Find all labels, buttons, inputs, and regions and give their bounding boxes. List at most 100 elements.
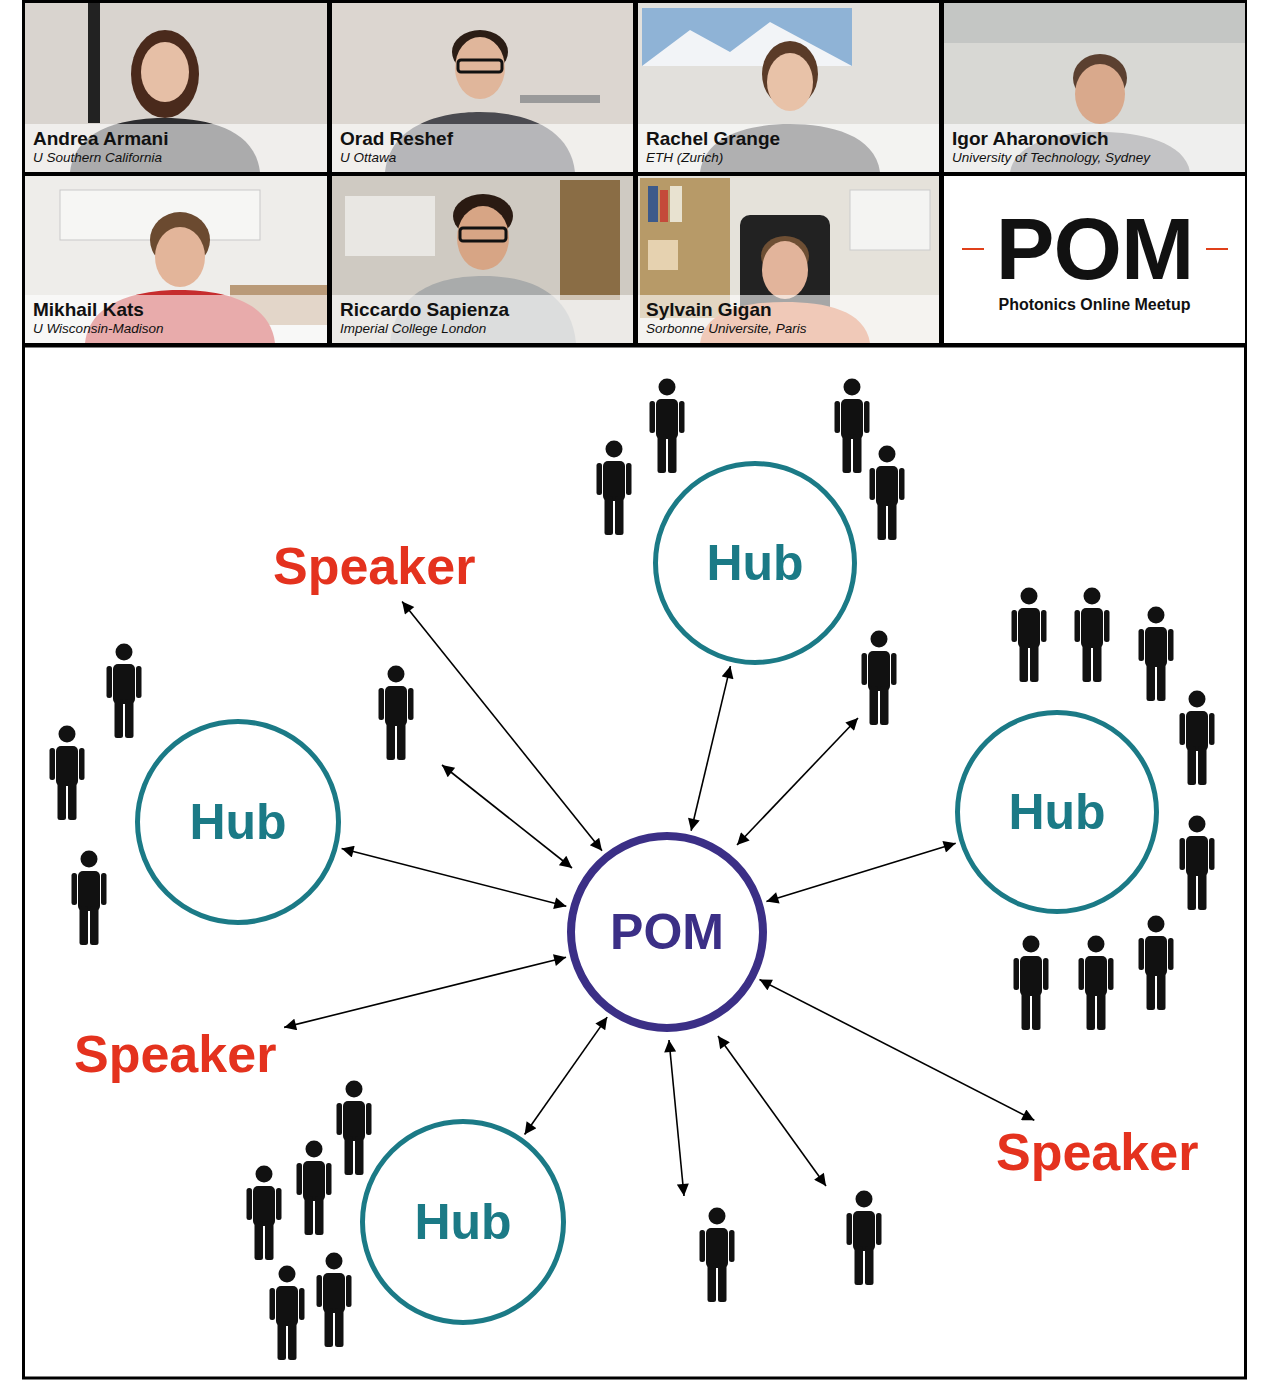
person-icon [1012, 588, 1047, 683]
circle-outline [656, 464, 855, 663]
hub-circle: Hub [955, 710, 1159, 914]
connector-arrow [691, 666, 730, 831]
logo-beam [1206, 248, 1228, 250]
connector-arrow [284, 957, 566, 1027]
photo-frame [648, 240, 678, 270]
wall-picture [642, 8, 852, 66]
speaker-node: Speaker [74, 1026, 276, 1083]
door [560, 180, 620, 300]
video-tile [944, 3, 1245, 172]
connector-arrow [525, 1017, 608, 1134]
participant-affiliation: U Ottawa [340, 150, 625, 167]
book [660, 190, 668, 222]
video-tile [638, 3, 939, 172]
face [155, 227, 205, 287]
participant-affiliation: Imperial College London [340, 321, 625, 338]
hub-label: Hub [414, 1195, 511, 1250]
speaker-label: Speaker [273, 538, 475, 595]
face [141, 42, 189, 102]
person-icon [1180, 816, 1215, 911]
person-icon [270, 1266, 305, 1361]
hub-label: Hub [189, 795, 286, 850]
participant-label: Orad ReshefU Ottawa [332, 124, 633, 172]
video-tile [25, 176, 327, 343]
hair [131, 30, 199, 118]
participant-name: Mikhail Kats [33, 299, 319, 321]
diagram-frame [24, 346, 1246, 1378]
attendee-arrow [442, 765, 572, 868]
video-tile [332, 176, 633, 343]
hub-label: Hub [706, 536, 803, 591]
person-icon [1079, 936, 1114, 1031]
participant-affiliation: U Southern California [33, 150, 319, 167]
participant-name: Orad Reshef [340, 128, 625, 150]
participant-label: Rachel GrangeETH (Zurich) [638, 124, 939, 172]
circle-outline [138, 722, 339, 923]
participant-name: Igor Aharonovich [952, 128, 1237, 150]
grid-ground [22, 0, 1247, 347]
person-icon [379, 666, 414, 761]
connector-arrow [766, 843, 955, 901]
participant-label: Riccardo SapienzaImperial College London [332, 295, 633, 343]
hub-label: Hub [1008, 785, 1105, 840]
person-icon [1180, 691, 1215, 786]
face [455, 37, 505, 99]
person-icon [317, 1253, 352, 1348]
logo-beam [962, 248, 984, 250]
person-icon [1139, 607, 1174, 702]
person-icon [835, 379, 870, 474]
glasses [460, 228, 506, 241]
face [1075, 64, 1125, 124]
participant-affiliation: U Wisconsin-Madison [33, 321, 319, 338]
participant-label: Mikhail KatsU Wisconsin-Madison [25, 295, 327, 343]
printer [345, 196, 435, 256]
logo-subtitle: Photonics Online Meetup [998, 295, 1190, 314]
video-tile [332, 3, 633, 172]
face [762, 241, 808, 299]
person-icon [72, 851, 107, 946]
pom-label: POM [610, 905, 724, 960]
circle-outline [571, 836, 763, 1028]
connector-arrow [760, 980, 1035, 1121]
speaker-node: Speaker [273, 538, 475, 595]
speaker-label: Speaker [996, 1124, 1198, 1181]
person-icon [597, 441, 632, 536]
person-icon [700, 1208, 735, 1303]
ceiling [944, 3, 1245, 43]
logo-tile [944, 176, 1245, 343]
attendee-arrow [718, 1036, 826, 1186]
book [670, 186, 682, 222]
circle-outline [958, 713, 1157, 912]
hub-circle: Hub [135, 719, 341, 925]
face [767, 53, 813, 111]
attendee-arrow [669, 1040, 684, 1196]
person-icon [1075, 588, 1110, 683]
attendee-arrow [737, 718, 858, 845]
person-icon [862, 631, 897, 726]
person-icon [50, 726, 85, 821]
hub-circle: Hub [360, 1119, 566, 1325]
connector-arrow [402, 601, 602, 850]
wall-picture [642, 22, 852, 66]
speaker-node: Speaker [996, 1124, 1198, 1181]
whiteboard [850, 190, 930, 250]
glasses [458, 60, 502, 72]
circle-outline [363, 1122, 564, 1323]
pom-circle: POM [567, 832, 767, 1032]
participant-name: Andrea Armani [33, 128, 319, 150]
participant-name: Riccardo Sapienza [340, 299, 625, 321]
participant-name: Sylvain Gigan [646, 299, 931, 321]
participant-affiliation: Sorbonne Universite, Paris [646, 321, 931, 338]
logo-box: POMPhotonics Online Meetup [944, 176, 1245, 343]
person-icon [247, 1166, 282, 1261]
participant-label: Andrea ArmaniU Southern California [25, 124, 327, 172]
connector-arrow [342, 849, 567, 907]
person-icon [847, 1191, 882, 1286]
participant-affiliation: University of Technology, Sydney [952, 150, 1237, 167]
person-icon [870, 446, 905, 541]
wall-rack [520, 95, 600, 103]
participant-name: Rachel Grange [646, 128, 931, 150]
video-tile [638, 176, 939, 343]
person-icon [337, 1081, 372, 1176]
